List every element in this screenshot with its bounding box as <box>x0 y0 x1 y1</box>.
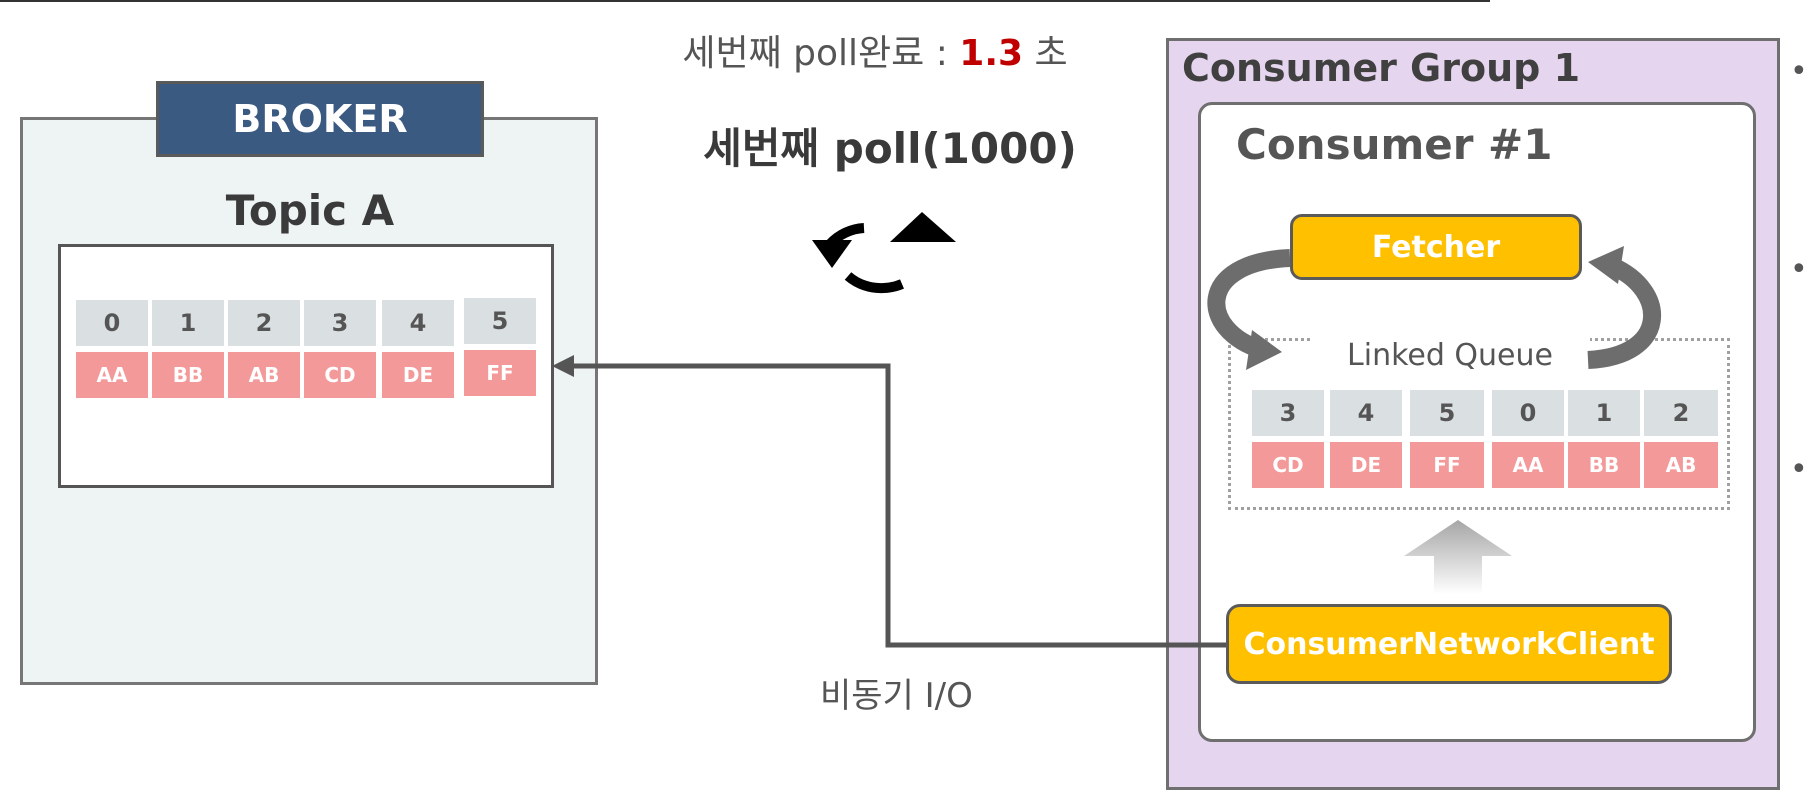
partition-index: 2 <box>228 300 300 346</box>
bullet-marker: • <box>1790 54 1808 89</box>
refresh-icon-arrowheads <box>812 212 956 268</box>
fetcher-box: Fetcher <box>1290 214 1582 280</box>
partition-record: FF <box>464 350 536 396</box>
bullet-marker: • <box>1790 452 1808 487</box>
top-divider <box>0 0 1490 2</box>
topic-title: Topic A <box>225 186 395 235</box>
partition-index: 3 <box>304 300 376 346</box>
poll-complete-unit: 초 <box>1023 33 1068 74</box>
partition-record: AA <box>76 352 148 398</box>
async-io-connector <box>552 355 1226 648</box>
partition-record: BB <box>152 352 224 398</box>
broker-label: BROKER <box>156 81 484 157</box>
queue-index: 1 <box>1568 390 1640 436</box>
queue-record: BB <box>1568 442 1640 488</box>
refresh-icon <box>826 223 904 294</box>
partition-record: DE <box>382 352 454 398</box>
poll-complete-time: 1.3 <box>959 33 1024 74</box>
bullet-marker: • <box>1790 252 1808 287</box>
partition-index: 0 <box>76 300 148 346</box>
queue-index: 4 <box>1330 390 1402 436</box>
partition-index: 5 <box>464 298 536 344</box>
async-io-label: 비동기 I/O <box>820 676 973 716</box>
queue-record: AB <box>1644 442 1718 488</box>
queue-record: DE <box>1330 442 1402 488</box>
consumer-title: Consumer #1 <box>1236 120 1553 169</box>
partition-record: CD <box>304 352 376 398</box>
consumer-network-client-box: ConsumerNetworkClient <box>1226 604 1672 684</box>
queue-record: FF <box>1410 442 1484 488</box>
partition-index: 4 <box>382 300 454 346</box>
queue-index: 3 <box>1252 390 1324 436</box>
queue-record: AA <box>1492 442 1564 488</box>
partition-record: AB <box>228 352 300 398</box>
poll-complete-prefix: 세번째 poll완료 : <box>682 33 960 74</box>
fetch-loop-arrows <box>1207 246 1662 370</box>
queue-record: CD <box>1252 442 1324 488</box>
queue-index: 5 <box>1410 390 1484 436</box>
poll-complete-text: 세번째 poll완료 : 1.3 초 <box>640 24 1110 76</box>
consumer-group-title: Consumer Group 1 <box>1182 46 1581 90</box>
poll-call-text: 세번째 poll(1000) <box>703 124 1077 173</box>
upload-arrow <box>1404 520 1512 594</box>
queue-index: 2 <box>1644 390 1718 436</box>
queue-index: 0 <box>1492 390 1564 436</box>
linked-queue-title: Linked Queue <box>1310 338 1590 373</box>
partition-index: 1 <box>152 300 224 346</box>
